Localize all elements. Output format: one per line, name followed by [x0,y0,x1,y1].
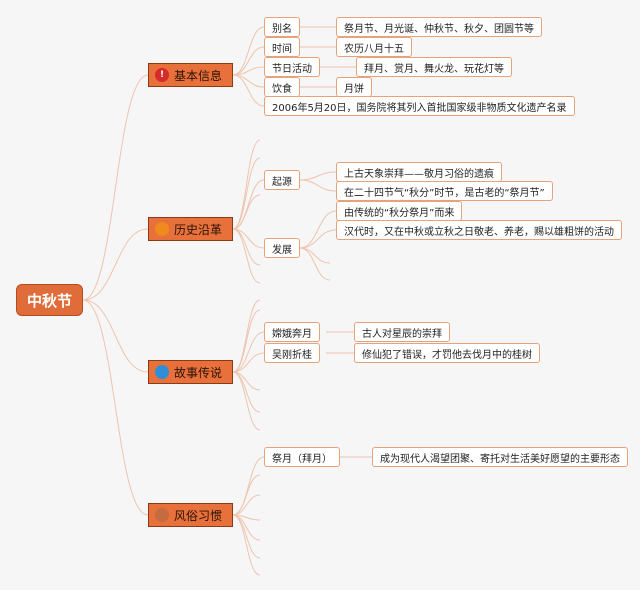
connector-line [232,139,261,230]
connector-line [232,371,261,431]
topic-activities-detail[interactable]: 拜月、赏月、舞火龙、玩花灯等 [356,57,512,77]
connector-line [82,74,149,301]
branch-customs[interactable]: 风俗习惯 [148,503,233,527]
topic-origin-detail-1[interactable]: 上古天象崇拜——敬月习俗的遗痕 [336,162,502,182]
connector-line [82,228,149,301]
branch-customs-label: 风俗习惯 [174,508,223,523]
connector-line [232,352,265,373]
branch-basic-info[interactable]: ! 基本信息 [148,63,233,87]
topic-food-detail[interactable]: 月饼 [336,77,372,97]
customs-icon [155,508,169,522]
connector-line [232,179,265,230]
topic-wu-gang-detail[interactable]: 修仙犯了错误，才罚他去伐月中的桂树 [354,343,540,363]
topic-wu-gang[interactable]: 吴刚折桂 [264,343,320,363]
branch-basic-info-label: 基本信息 [174,68,223,83]
topic-time-detail[interactable]: 农历八月十五 [336,37,412,57]
connector-line [232,228,261,284]
branch-legends[interactable]: 故事传说 [148,360,233,384]
topic-change-e[interactable]: 嫦娥奔月 [264,322,320,342]
connector-line [232,194,261,230]
connector-line [82,299,149,516]
branch-legends-label: 故事传说 [174,365,223,380]
connector-line [299,247,331,281]
connector-line [232,74,265,88]
connector-line [232,456,265,516]
branch-history-label: 历史沿革 [174,222,223,237]
topic-change-e-detail[interactable]: 古人对星辰的崇拜 [354,322,450,342]
topic-development-detail-1[interactable]: 由传统的“秋分祭月”而来 [336,201,463,221]
topic-origin-detail-2[interactable]: 在二十四节气“秋分”时节，是古老的“祭月节” [336,181,553,201]
connector-line [299,247,331,264]
topic-activities[interactable]: 节日活动 [264,57,320,77]
connector-line [299,210,337,249]
connector-line [232,494,261,516]
story-icon [155,365,169,379]
history-icon [155,222,169,236]
connector-line [232,309,261,373]
connector-line [299,229,337,249]
info-icon: ! [155,68,169,82]
connector-line [232,474,261,516]
connector-line [232,514,261,559]
connector-line [232,157,261,230]
connector-line [232,228,261,266]
topic-alias-detail[interactable]: 祭月节、月光诞、仲秋节、秋夕、团圆节等 [336,17,542,37]
topic-development[interactable]: 发展 [264,238,300,258]
topic-time[interactable]: 时间 [264,37,300,57]
connector-line [232,74,265,107]
topic-development-detail-2[interactable]: 汉代时，又在中秋或立秋之日敬老、养老，赐以雄粗饼的活动 [336,220,622,240]
topic-food[interactable]: 饮食 [264,77,300,97]
connector-line [232,26,265,76]
topic-moon-worship[interactable]: 祭月（拜月） [264,447,340,467]
connector-line [232,46,265,76]
topic-moon-worship-detail[interactable]: 成为现代人渴望团聚、寄托对生活美好愿望的主要形态 [372,447,628,467]
topic-alias[interactable]: 别名 [264,17,300,37]
connector-line [232,514,261,576]
connector-line [82,299,149,373]
topic-heritage[interactable]: 2006年5月20日，国务院将其列入首批国家级非物质文化遗产名录 [264,96,575,116]
connector-line [299,171,337,181]
root-topic[interactable]: 中秋节 [16,284,83,316]
connector-line [232,371,261,413]
topic-origin[interactable]: 起源 [264,170,300,190]
connector-line [232,331,265,373]
connector-line [299,179,337,192]
branch-history[interactable]: 历史沿革 [148,217,233,241]
